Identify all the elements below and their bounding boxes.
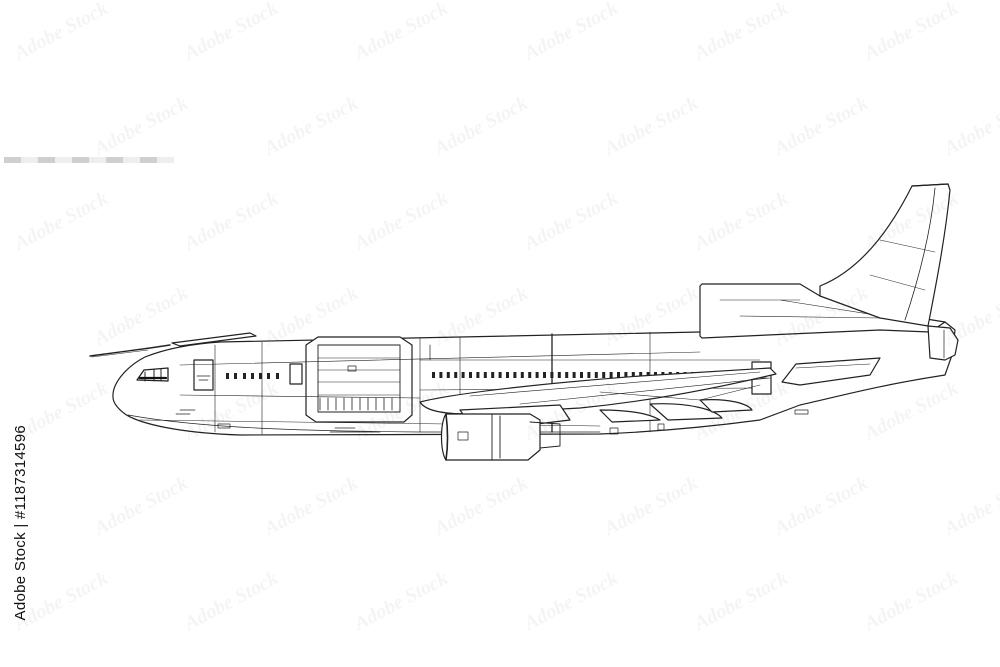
- nose-probe: [89, 344, 171, 357]
- cabin-window: [572, 372, 576, 378]
- cabin-window: [483, 372, 487, 378]
- cabin-window: [602, 372, 606, 378]
- forward-door: [193, 359, 214, 391]
- cabin-window: [520, 372, 524, 378]
- cabin-window: [454, 372, 458, 378]
- cabin-window: [639, 372, 643, 378]
- scale-segment: [140, 157, 157, 163]
- cabin-window: [557, 372, 561, 378]
- scale-segment: [123, 157, 140, 163]
- wing-engine: [440, 413, 541, 461]
- window-row-front: [226, 373, 279, 379]
- scale-bar: [4, 157, 174, 163]
- scale-segment: [106, 157, 123, 163]
- roof-antenna: [171, 332, 257, 347]
- cabin-window: [469, 372, 472, 378]
- scale-segment: [4, 157, 21, 163]
- cabin-window: [439, 372, 443, 378]
- cabin-window: [617, 372, 620, 378]
- cabin-window: [513, 372, 517, 378]
- cabin-window: [624, 372, 628, 378]
- vertical-fin: [819, 183, 951, 327]
- stock-id-label: Adobe Stock | #1187314596: [12, 425, 29, 621]
- cabin-window: [528, 372, 532, 378]
- cabin-window: [461, 372, 465, 378]
- cabin-window: [587, 372, 591, 378]
- scale-segment: [55, 157, 72, 163]
- cabin-window: [535, 372, 539, 378]
- scale-segment: [89, 157, 106, 163]
- second-door: [289, 363, 303, 385]
- scale-segment: [157, 157, 174, 163]
- cabin-window: [580, 372, 583, 378]
- cargo-door: [305, 336, 413, 423]
- cabin-window: [491, 372, 495, 378]
- flap-fairings: [599, 399, 753, 423]
- fuselage-markings: [175, 409, 809, 435]
- cabin-window: [506, 372, 509, 378]
- cabin-window: [631, 372, 635, 378]
- tail-cone: [927, 325, 959, 361]
- scale-segment: [72, 157, 89, 163]
- cabin-window: [476, 372, 480, 378]
- cabin-window: [446, 372, 450, 378]
- scale-segment: [21, 157, 38, 163]
- tail-engine: [699, 283, 946, 339]
- cabin-window: [565, 372, 569, 378]
- cabin-window: [609, 372, 613, 378]
- scale-segment: [38, 157, 55, 163]
- cabin-window: [594, 372, 598, 378]
- cabin-window: [432, 372, 435, 378]
- cabin-window: [543, 372, 546, 378]
- cabin-window: [498, 372, 502, 378]
